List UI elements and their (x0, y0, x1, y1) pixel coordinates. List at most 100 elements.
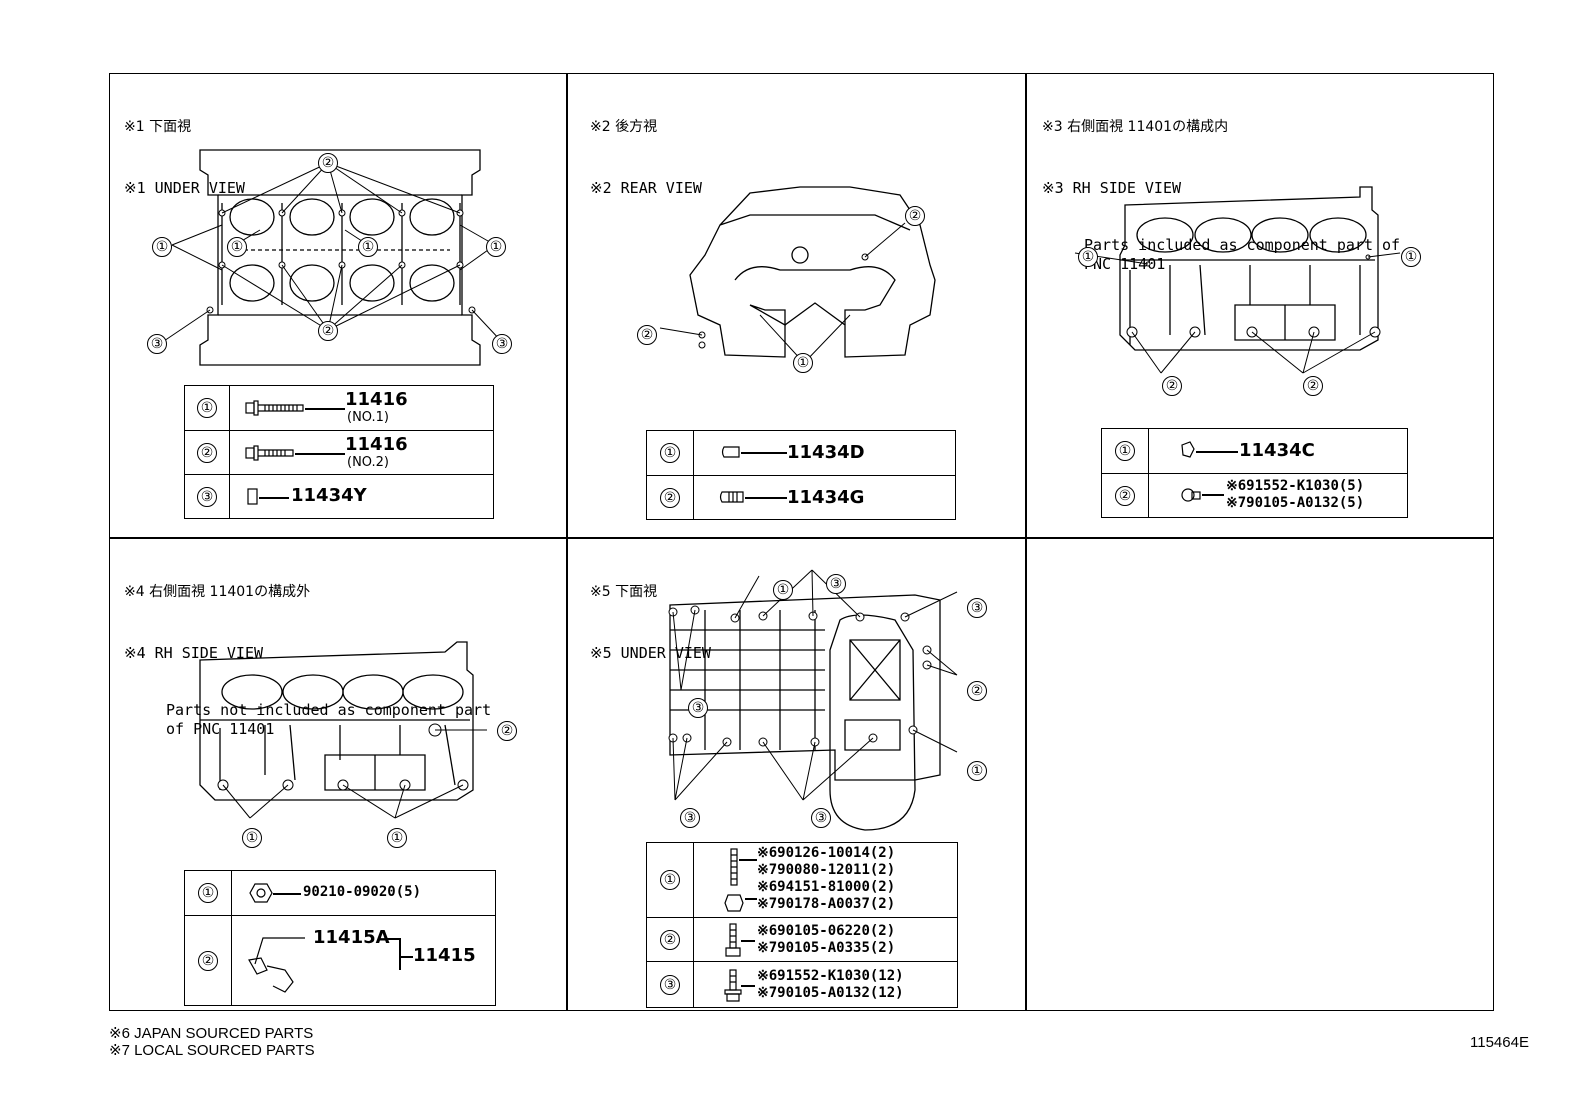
leader-line (741, 940, 755, 942)
footnote-japan-sourced: ※6 JAPAN SOURCED PARTS (109, 1025, 314, 1042)
panel-5-callout-3-bottom-mid: ③ (811, 807, 831, 828)
bolt-icon (245, 445, 294, 461)
row-number-cell: ③ (185, 475, 230, 519)
plug-icon (719, 491, 744, 503)
panel-5-callout-3-top: ③ (826, 573, 846, 594)
panel-4-title-en: ※4 RH SIDE VIEW (124, 644, 263, 662)
panel-4-title-jp: ※4 右側面視 11401の構成外 (124, 584, 311, 600)
callout-3: ③ (492, 334, 512, 354)
callout-2: ② (197, 443, 217, 463)
panel-5-parts-table: ① ※690126-10014(2) ※790080-12011(2) ※694… (646, 842, 958, 1008)
part-number: ※694151-81000(2) (757, 879, 896, 895)
part-number: ※690105-06220(2) (757, 923, 896, 939)
table-row: ② 11415A 11415 (185, 915, 495, 1006)
row-number-cell: ③ (647, 962, 694, 1008)
part-number: 11434Y (291, 485, 367, 506)
panel-5-oil-pan-under-view (668, 569, 958, 831)
panel-2-callout-2-left: ② (637, 324, 657, 345)
panel-5-callout-3-right-top: ③ (967, 597, 987, 618)
panel-2-title-en: ※2 REAR VIEW (590, 179, 702, 197)
row-number-cell: ② (185, 431, 230, 475)
sensor-icon (248, 937, 305, 993)
callout-1: ① (242, 828, 262, 848)
callout-2: ② (660, 930, 680, 950)
nut-icon (249, 883, 273, 903)
panel-2-header: ※2 後方視 ※2 REAR VIEW (590, 80, 702, 217)
callout-2: ② (318, 153, 338, 173)
panel-3-parts-table: ① 11434C ② ※691552-K1030(5) ※790105-A013… (1101, 428, 1408, 518)
diagram-frame (109, 73, 1494, 1011)
panel-3-engine-block-rh-side-view (1074, 186, 1401, 374)
table-row: ① 11416 (NO.1) (185, 386, 493, 430)
table-row: ① ※690126-10014(2) ※790080-12011(2) ※694… (647, 843, 957, 917)
callout-2: ② (1162, 376, 1182, 396)
callout-1: ① (486, 237, 506, 257)
callout-2: ② (967, 681, 987, 701)
callout-2: ② (660, 488, 680, 508)
stud-bolt-icon (724, 848, 744, 912)
panel-1-parts-table: ① 11416 (NO.1) ② 11416 (NO.2) ③ 11434Y (184, 385, 494, 519)
row-number-cell: ② (647, 918, 694, 962)
panel-5-callout-2: ② (967, 680, 987, 701)
callout-1: ① (1115, 441, 1135, 461)
leader-line (259, 497, 289, 499)
panel-2-parts-table: ① 11434D ② 11434G (646, 430, 956, 520)
row-number-cell: ① (185, 386, 230, 430)
row-number-cell: ① (647, 843, 694, 917)
part-number: 11434C (1239, 440, 1315, 461)
illustration-code: 115464E (1470, 1034, 1529, 1051)
callout-2: ② (318, 321, 338, 341)
panel-3-callout-1-left: ① (1078, 246, 1098, 267)
panel-1-callout-2-top: ② (318, 152, 338, 173)
callout-1: ① (227, 237, 247, 257)
panel-2-callout-2-right: ② (905, 205, 925, 226)
callout-1: ① (152, 237, 172, 257)
panel-5-callout-1-right: ① (967, 760, 987, 781)
callout-3: ③ (688, 698, 708, 718)
callout-3: ③ (811, 808, 831, 828)
bolt-icon (725, 923, 741, 957)
callout-1: ① (1401, 247, 1421, 267)
panel-5-callout-3-bottom-left: ③ (680, 807, 700, 828)
part-variant: (NO.2) (347, 455, 389, 470)
panel-5-callout-3-left: ③ (688, 697, 708, 718)
row-number-cell: ② (185, 916, 232, 1006)
part-number: 11415A (313, 927, 390, 948)
panel-1-callout-2-bottom: ② (318, 320, 338, 341)
panel-1-callout-1-right: ① (486, 236, 506, 257)
panel-4-callout-2: ② (497, 720, 517, 741)
callout-1: ① (793, 353, 813, 373)
part-number: ※690126-10014(2) (757, 845, 896, 861)
row-number-cell: ② (647, 476, 694, 520)
panel-5-title-jp: ※5 下面視 (590, 584, 658, 600)
leader-line (1196, 451, 1238, 453)
footnote-local-sourced: ※7 LOCAL SOURCED PARTS (109, 1042, 315, 1059)
leader-line (741, 985, 755, 987)
part-number: ※790178-A0037(2) (757, 896, 896, 912)
panel-2-title-jp: ※2 後方視 (590, 119, 658, 135)
panel-3-header: ※3 右側面視 11401の構成内 ※3 RH SIDE VIEW Parts … (1042, 80, 1400, 293)
bracket-line (399, 938, 401, 970)
table-row: ① 11434D (647, 431, 955, 475)
panel-1-callout-3-right: ③ (492, 333, 512, 354)
callout-3: ③ (680, 808, 700, 828)
part-number: 11416 (345, 434, 408, 455)
callout-1: ① (773, 580, 793, 600)
callout-1: ① (197, 398, 217, 418)
panel-3-title-jp: ※3 右側面視 11401の構成内 (1042, 119, 1229, 135)
grid-divider-v2 (1025, 73, 1027, 1011)
leader-line (273, 893, 301, 895)
leader-line (1202, 494, 1224, 496)
plug-icon (721, 446, 740, 458)
plug-icon (247, 488, 258, 505)
flange-bolt-icon (724, 969, 742, 1002)
row-number-cell: ① (185, 871, 232, 915)
bolt-icon (245, 400, 304, 416)
panel-1-callout-3-left: ③ (147, 333, 167, 354)
part-number: 11434D (787, 442, 865, 463)
part-variant: (NO.1) (347, 410, 389, 425)
callout-3: ③ (660, 975, 680, 995)
callout-1: ① (1078, 247, 1098, 267)
part-number: ※790080-12011(2) (757, 862, 896, 878)
panel-5-header: ※5 下面視 ※5 UNDER VIEW (590, 545, 711, 682)
